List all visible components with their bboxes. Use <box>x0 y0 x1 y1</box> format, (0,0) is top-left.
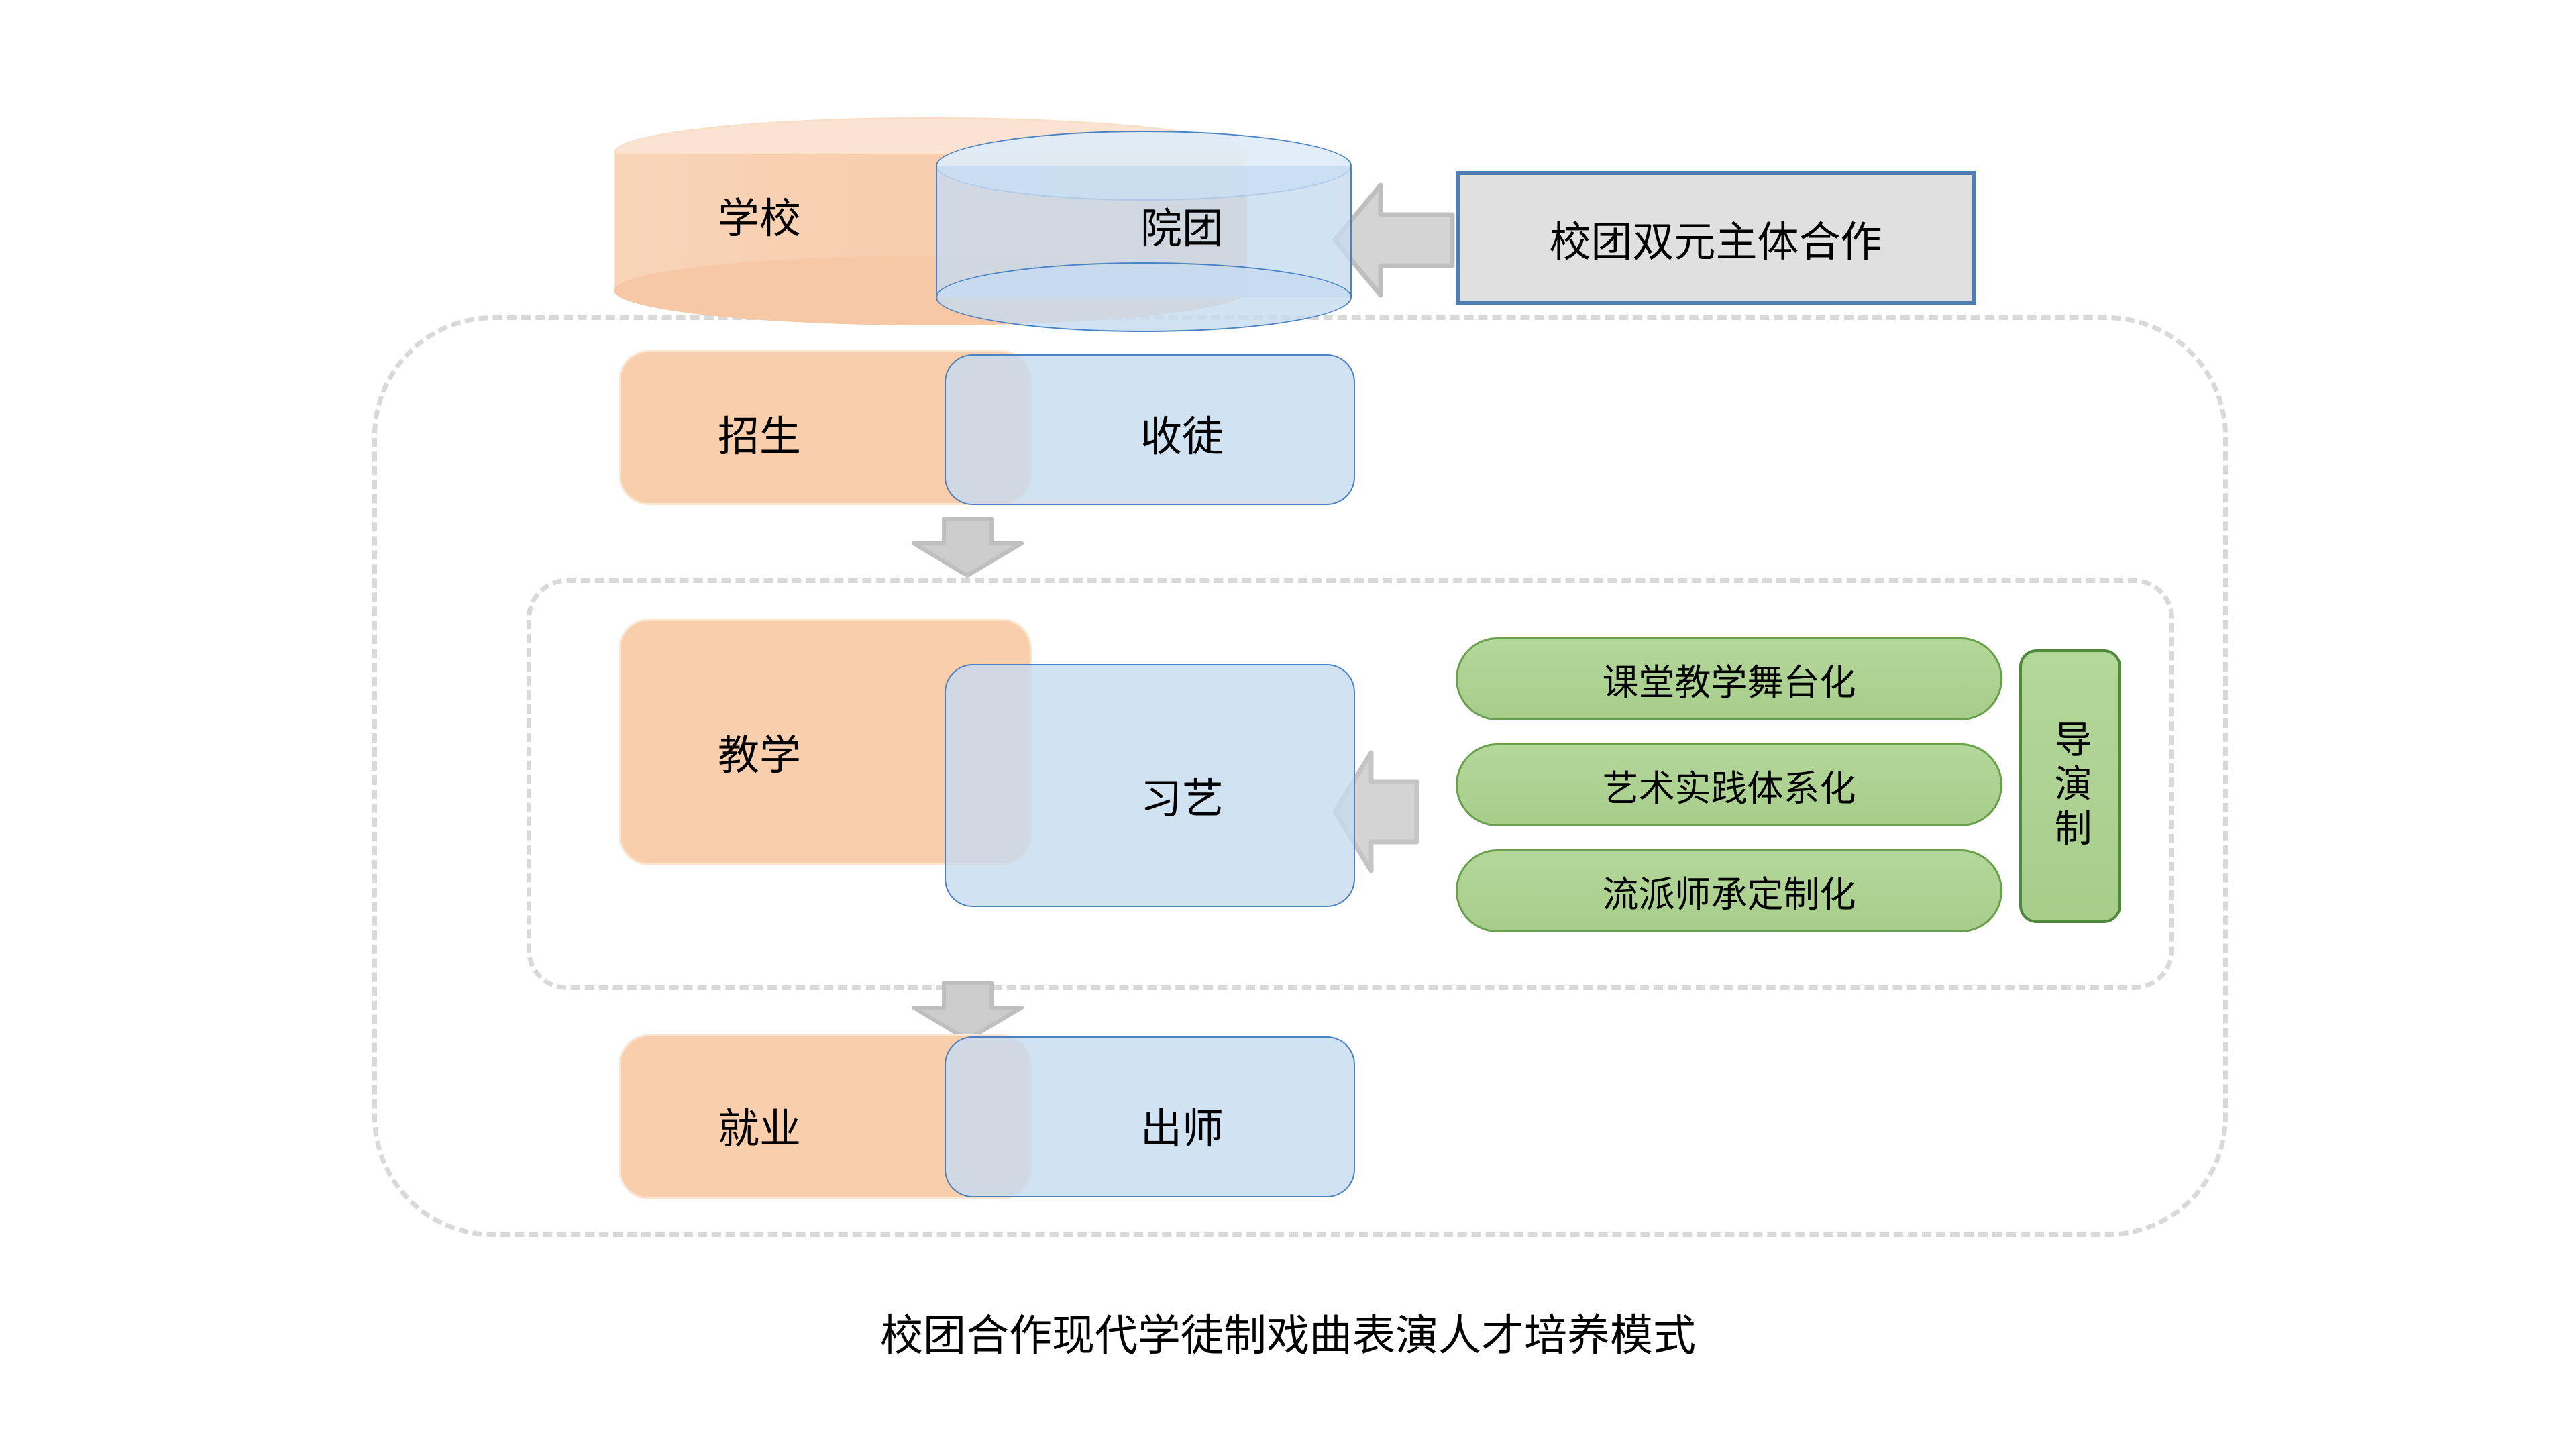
stage-teaching-down-arrow-icon <box>912 981 1024 1042</box>
stage-employment-blue-label: 出师 <box>1140 1106 1224 1152</box>
teaching-method-pill-3: 流派师承定制化 <box>1456 849 2002 932</box>
teaching-method-pill-1: 课堂教学舞台化 <box>1456 637 2002 720</box>
teaching-method-pill-2: 艺术实践体系化 <box>1456 743 2002 826</box>
stage-teaching-blue-box <box>945 664 1355 907</box>
stage-teaching-blue-label: 习艺 <box>1140 776 1224 822</box>
school-cylinder-label: 学校 <box>718 196 802 242</box>
director-system-label: 导演制 <box>2049 720 2092 853</box>
troupe-cylinder <box>936 131 1352 332</box>
troupe-cylinder-bottom <box>936 262 1352 332</box>
cooperation-callout-label: 校团双元主体合作 <box>1549 219 1882 266</box>
stage-employment-blue-box <box>945 1036 1355 1197</box>
cooperation-callout-box: 校团双元主体合作 <box>1456 171 1976 305</box>
stage-recruitment-blue-label: 收徒 <box>1140 414 1224 460</box>
stage-teaching-orange-label: 教学 <box>718 733 802 779</box>
stage-employment-orange-label: 就业 <box>718 1106 802 1152</box>
diagram-caption: 校团合作现代学徒制戏曲表演人才培养模式 <box>880 1311 1696 1360</box>
teaching-method-pill-1-label: 课堂教学舞台化 <box>1602 662 1856 703</box>
teaching-method-pill-3-label: 流派师承定制化 <box>1602 874 1856 915</box>
stage-recruitment-orange-label: 招生 <box>718 414 802 460</box>
director-system-box: 导演制 <box>2019 649 2121 923</box>
teaching-method-pill-2-label: 艺术实践体系化 <box>1602 768 1856 809</box>
callout-left-arrow-icon <box>1332 182 1455 298</box>
stage-recruitment-blue-box <box>945 354 1355 505</box>
troupe-cylinder-label: 院团 <box>1140 206 1224 252</box>
stage-recruitment-down-arrow-icon <box>912 517 1024 578</box>
teaching-methods-left-arrow-icon <box>1332 750 1419 873</box>
inner-dashed-container <box>527 578 2174 990</box>
